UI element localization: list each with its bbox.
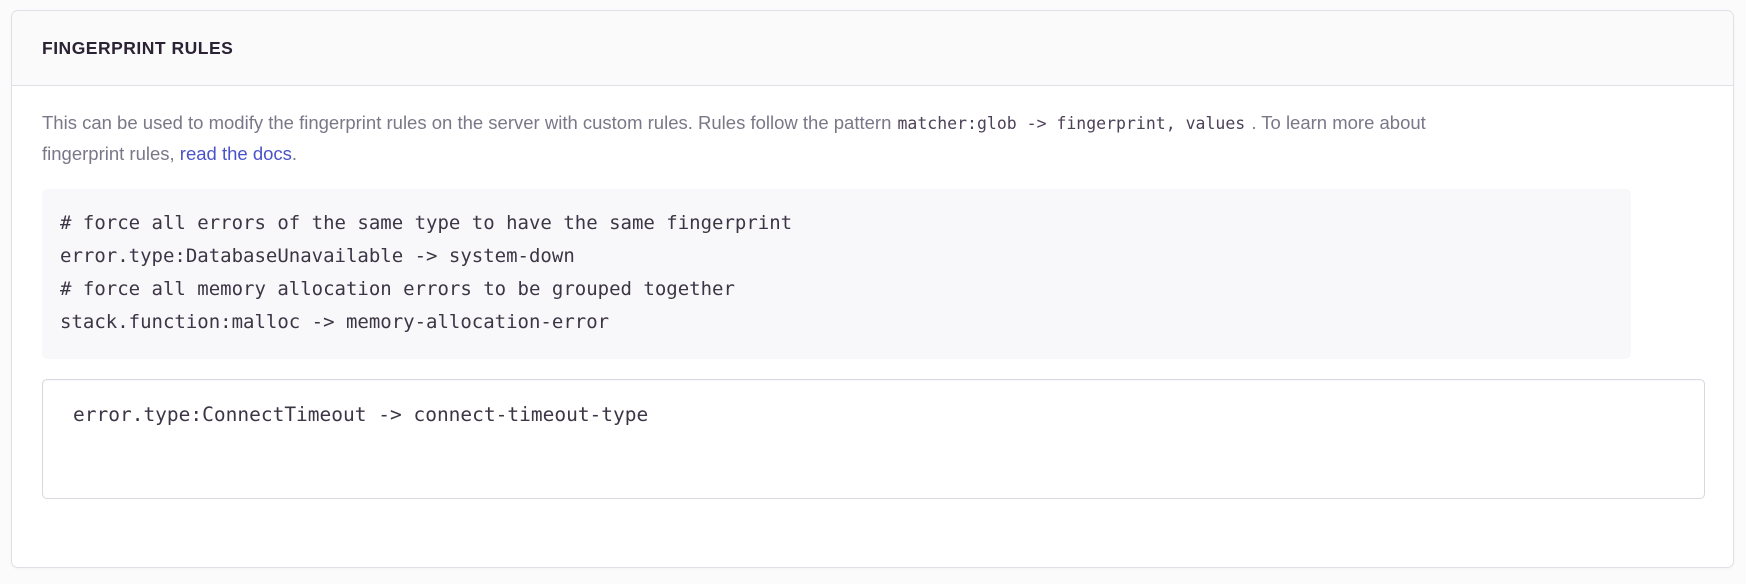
example-rules-code-block: # force all errors of the same type to h… [42, 189, 1631, 359]
description-trailing-text: . [291, 143, 298, 164]
description-middle-text: . To learn more about fingerprint rules, [42, 112, 1426, 164]
fingerprint-rules-textarea[interactable] [42, 379, 1705, 499]
panel-description: This can be used to modify the fingerpri… [42, 108, 1442, 169]
description-lead-text: This can be used to modify the fingerpri… [42, 112, 897, 133]
fingerprint-rules-panel: Fingerprint Rules This can be used to mo… [11, 10, 1734, 568]
read-the-docs-link[interactable]: read the docs [179, 143, 292, 164]
page-title: Fingerprint Rules [42, 37, 234, 58]
panel-body: This can be used to modify the fingerpri… [12, 86, 1733, 499]
pattern-code-snippet: matcher:glob -> fingerprint, values [897, 114, 1246, 133]
example-rules-code: # force all errors of the same type to h… [60, 212, 793, 333]
panel-header: Fingerprint Rules [12, 11, 1733, 86]
